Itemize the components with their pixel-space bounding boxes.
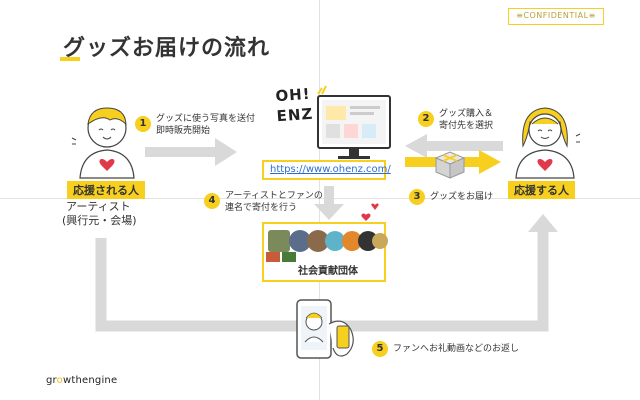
heart-icon <box>361 213 371 221</box>
confidential-label: CONFIDENTIAL <box>523 11 589 20</box>
fan-badge: 応援する人 <box>508 181 575 199</box>
step-5-text: ファンへお礼動画などのお返し <box>393 344 520 354</box>
step-4-text-line1: アーティストとファンの <box>225 191 323 201</box>
logo-sparkle-icon <box>317 85 327 95</box>
guide-line-horizontal <box>0 198 640 199</box>
title-underline <box>60 57 80 61</box>
platform-url-link[interactable]: https://www.ohenz.com/ <box>270 164 391 175</box>
arrow-step-4 <box>314 186 344 220</box>
step-2-text-line2: 寄付先を選択 <box>439 121 494 131</box>
organization-logos-row2 <box>266 252 296 262</box>
step-2-text-line1: グッズ購入＆ <box>439 109 494 119</box>
step-1-text-line2: 即時販売開始 <box>156 126 211 136</box>
footer-brand: growthengine <box>46 375 117 386</box>
step-1-number: 1 <box>135 116 151 132</box>
artist-illustration <box>71 107 135 179</box>
page-title: グッズお届けの流れ <box>63 36 271 61</box>
organization-logos <box>268 230 388 252</box>
url-box <box>262 160 386 180</box>
artist-badge: 応援される人 <box>67 181 145 199</box>
step-4-text-line2: 連名で寄付を行う <box>225 203 298 213</box>
logo-text-line1: OH! <box>274 84 312 106</box>
arrow-step-1 <box>145 138 237 166</box>
step-2-number: 2 <box>418 111 434 127</box>
brand-text-post: wthengine <box>62 375 118 386</box>
fan-illustration <box>515 107 581 179</box>
goods-box-icon <box>434 151 466 179</box>
ohenz-logo: OH! ENZ <box>268 84 327 132</box>
artist-subtitle: (興行元・会場) <box>62 214 137 227</box>
brand-text-pre: gr <box>46 375 57 386</box>
step-3-text: グッズをお届け <box>430 192 494 202</box>
step-4-number: 4 <box>204 193 220 209</box>
heart-icon-small <box>371 203 379 210</box>
arrow-step-2 <box>405 134 503 158</box>
step-1-text-line1: グッズに使う写真を送付 <box>156 114 256 124</box>
smartphone-illustration <box>296 299 354 359</box>
brand-text-o: o <box>56 375 63 386</box>
monitor-illustration <box>317 95 391 159</box>
step-5-number: 5 <box>372 341 388 357</box>
confidential-badge: ≡CONFIDENTIAL≡ <box>508 8 604 25</box>
step-3-number: 3 <box>409 189 425 205</box>
artist-name: アーティスト <box>66 200 131 213</box>
organizations-label: 社会貢献団体 <box>298 266 358 277</box>
logo-text-line2: ENZ <box>276 104 314 126</box>
guide-line-vertical <box>319 0 320 400</box>
